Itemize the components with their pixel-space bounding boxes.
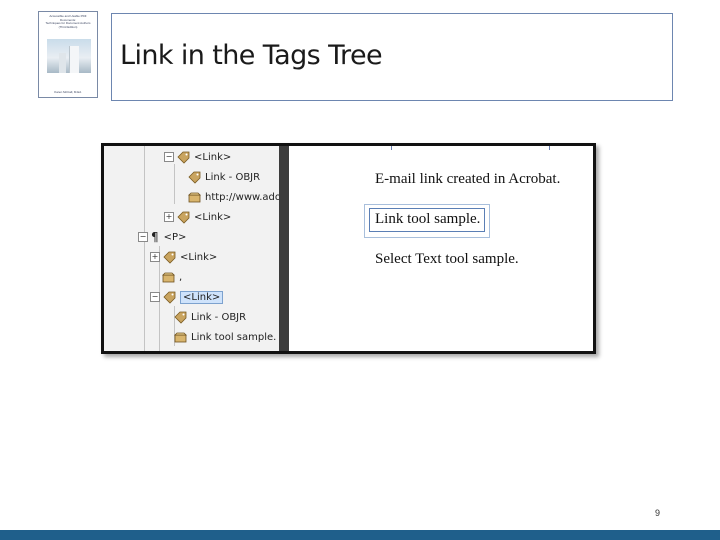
tree-row-label: http://www.ado (205, 191, 280, 203)
link-highlight-outer (364, 204, 490, 238)
link-tag-icon (177, 151, 190, 164)
link-tag-icon (174, 311, 187, 324)
link-tag-icon (163, 251, 176, 264)
book-author: Karen McCall, M.Ed. (54, 90, 82, 94)
tree-row-label: <Link> (194, 151, 232, 163)
tree-guide-line (174, 306, 175, 346)
book-title-line: (Third Edition) (58, 24, 78, 29)
link-highlight-inner (369, 208, 485, 232)
select-text-sample-text: Select Text tool sample. (375, 251, 519, 267)
document-view: E-mail link created in Acrobat. Link too… (289, 146, 593, 351)
tree-row-label-selected: <Link> (180, 290, 224, 304)
link-tag-icon (163, 291, 176, 304)
tree-guide-line (174, 164, 175, 204)
slide-title: Link in the Tags Tree (120, 40, 383, 71)
paragraph-icon: ¶ (151, 230, 159, 244)
slide-title-box: Link in the Tags Tree (111, 13, 673, 101)
content-box-icon (188, 192, 201, 202)
tree-row-comma-content[interactable]: , (162, 268, 182, 286)
link-tag-icon (177, 211, 190, 224)
tree-row-label: <Link> (194, 211, 232, 223)
collapse-expander[interactable]: − (138, 232, 148, 242)
footer-bar (0, 530, 720, 540)
collapse-expander[interactable]: − (150, 292, 160, 302)
book-cover-thumbnail: Accessible and Usable PDF Documents: Tec… (38, 11, 98, 98)
tree-row-url-content[interactable]: http://www.ado (188, 188, 280, 206)
tree-row-link-1[interactable]: − <Link> (164, 148, 231, 166)
tree-row-link-3[interactable]: + <Link> (150, 248, 217, 266)
collapse-expander[interactable]: − (164, 152, 174, 162)
tree-row-link-objr-2[interactable]: Link - OBJR (174, 308, 246, 326)
expand-expander[interactable]: + (164, 212, 174, 222)
book-cover-title: Accessible and Usable PDF Documents: Tec… (39, 12, 97, 29)
content-box-icon (174, 332, 187, 342)
book-title-line: Techniques for Document Authors (45, 21, 91, 26)
tree-row-paragraph[interactable]: − ¶ <P> (138, 228, 186, 246)
tree-row-label: Link - OBJR (205, 171, 261, 183)
tree-row-label: <P> (163, 231, 187, 243)
link-edge-mark (549, 146, 550, 150)
tree-row-label: Link - OBJR (191, 311, 247, 323)
acrobat-screenshot: − <Link> Link - OBJR http://www.ado + <L… (101, 143, 596, 354)
book-title-line: Accessible and Usable PDF Documents: (49, 14, 87, 22)
tree-row-label: , (179, 271, 183, 283)
page-number: 9 (655, 508, 661, 518)
tags-tree-panel: − <Link> Link - OBJR http://www.ado + <L… (104, 146, 280, 351)
content-box-icon (162, 272, 175, 282)
panel-splitter[interactable] (279, 146, 289, 351)
tree-guide-line (144, 146, 145, 351)
email-link-text[interactable]: E-mail link created in Acrobat. (375, 171, 561, 187)
link-tool-sample-text[interactable]: Link tool sample. (375, 211, 481, 227)
tree-row-link-tool-content[interactable]: Link tool sample. . (174, 328, 280, 346)
link-edge-mark (391, 146, 392, 150)
link-tag-icon (188, 171, 201, 184)
expand-expander[interactable]: + (150, 252, 160, 262)
tree-row-link-selected[interactable]: − <Link> (150, 288, 224, 306)
book-cover-image (47, 39, 91, 73)
tree-row-label: Link tool sample. . (191, 331, 280, 343)
tree-row-link-objr[interactable]: Link - OBJR (188, 168, 260, 186)
tree-row-label: <Link> (180, 251, 218, 263)
tree-row-link-2[interactable]: + <Link> (164, 208, 231, 226)
